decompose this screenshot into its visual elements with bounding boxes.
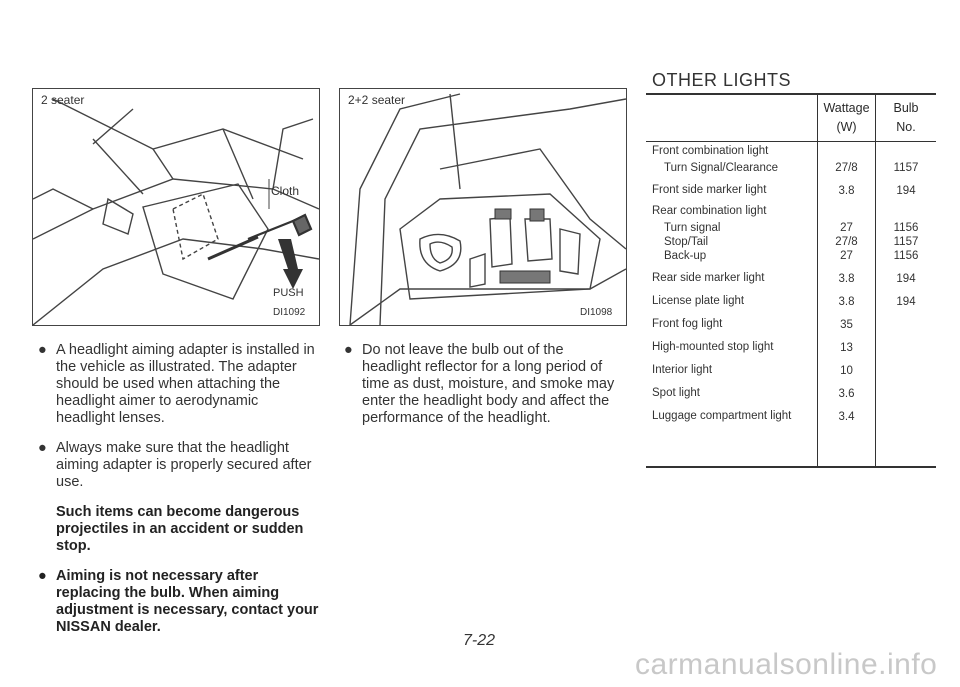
bullet-dot: ● xyxy=(344,342,353,358)
header-bulb-label: Bulb xyxy=(893,101,919,115)
light-bulb-no: 1157 xyxy=(893,236,919,248)
page-number: 7-22 xyxy=(463,632,496,649)
other-lights-top-rule xyxy=(646,93,936,95)
light-wattage: 27/8 xyxy=(835,162,858,174)
header-bulb-no: No. xyxy=(896,120,916,134)
light-sub-name: Turn Signal/Clearance xyxy=(664,162,778,174)
light-wattage: 27 xyxy=(840,222,853,234)
light-wattage: 27 xyxy=(840,250,853,262)
light-wattage: 3.6 xyxy=(838,388,855,400)
bullet-dot: ● xyxy=(38,568,47,584)
spare-tire-compartment-illustration xyxy=(349,93,626,325)
figure-1-label: 2 seater xyxy=(41,93,85,107)
bullet-dot: ● xyxy=(38,342,47,358)
light-bulb-no: 1156 xyxy=(893,222,919,234)
light-name: Front combination light xyxy=(652,145,769,157)
push-label: PUSH xyxy=(273,287,304,299)
light-wattage: 3.4 xyxy=(838,411,855,423)
bullet-text: Do not leave the bulb out of the headlig… xyxy=(362,342,615,426)
light-bulb-no: 194 xyxy=(896,296,916,308)
other-lights-bottom-rule xyxy=(646,466,936,468)
light-sub-name: Turn signal xyxy=(664,222,721,234)
light-wattage: 3.8 xyxy=(838,185,855,197)
light-bulb-no: 1156 xyxy=(893,250,919,262)
light-sub-name: Back-up xyxy=(664,250,707,262)
bullet-do-not-leave-bulb: ● Do not leave the bulb out of the headli… xyxy=(344,342,626,427)
figure-1-code: DI1092 xyxy=(273,307,306,318)
left-column-text: ● A headlight aiming adapter is installed… xyxy=(38,342,320,649)
light-name: High-mounted stop light xyxy=(652,341,774,353)
light-name: Luggage compartment light xyxy=(652,410,792,422)
light-sub-name: Stop/Tail xyxy=(664,236,709,248)
warning-projectiles: Such items can become dangerous projecti… xyxy=(56,504,304,554)
light-bulb-no: 1157 xyxy=(893,162,919,174)
bullet-text: Aiming is not necessary after replacing … xyxy=(56,568,319,635)
light-bulb-no: 194 xyxy=(896,273,916,285)
header-bulb: Bulb No. xyxy=(876,99,936,137)
light-wattage: 27/8 xyxy=(835,236,858,248)
column-divider-1 xyxy=(817,95,818,466)
other-lights-title: OTHER LIGHTS xyxy=(652,70,792,90)
light-name: Front side marker light xyxy=(652,184,767,196)
figure-2-label: 2+2 seater xyxy=(348,93,406,107)
light-wattage: 3.8 xyxy=(838,296,855,308)
light-name: Interior light xyxy=(652,364,713,376)
light-bulb-no: 194 xyxy=(896,185,916,197)
watermark: carmanualsonline.info xyxy=(635,648,938,681)
light-name: License plate light xyxy=(652,295,745,307)
middle-column-text: ● Do not leave the bulb out of the headli… xyxy=(344,342,626,440)
light-name: Front fog light xyxy=(652,318,723,330)
light-name: Spot light xyxy=(652,387,700,399)
header-wattage-label: Wattage xyxy=(823,101,870,115)
bullet-text: Always make sure that the headlight aimi… xyxy=(56,440,312,490)
bullet-secure-adapter: ● Always make sure that the headlight aim… xyxy=(38,440,320,491)
light-wattage: 3.8 xyxy=(838,273,855,285)
light-name: Rear combination light xyxy=(652,205,767,217)
figure-2-code: DI1098 xyxy=(580,307,613,318)
header-wattage: Wattage (W) xyxy=(818,99,875,137)
figure-2-seater: 2 seater Cloth PUSH DI1092 xyxy=(32,88,320,326)
headlight-adapter-illustration-2-seater xyxy=(33,98,319,325)
bullet-dot: ● xyxy=(38,440,47,456)
light-wattage: 35 xyxy=(840,319,853,331)
bullet-text: A headlight aiming adapter is installed … xyxy=(56,342,315,426)
column-divider-2 xyxy=(875,95,876,466)
figure-2plus2-seater: 2+2 seater DI1098 xyxy=(339,88,627,326)
header-wattage-unit: (W) xyxy=(836,120,857,134)
other-lights-header-rule xyxy=(646,141,936,142)
light-wattage: 13 xyxy=(840,342,853,354)
bullet-aiming-not-necessary: ● Aiming is not necessary after replacing… xyxy=(38,568,320,636)
cloth-label: Cloth xyxy=(271,184,300,198)
light-name: Rear side marker light xyxy=(652,272,765,284)
light-wattage: 10 xyxy=(840,365,853,377)
bullet-adapter-installed: ● A headlight aiming adapter is installed… xyxy=(38,342,320,427)
